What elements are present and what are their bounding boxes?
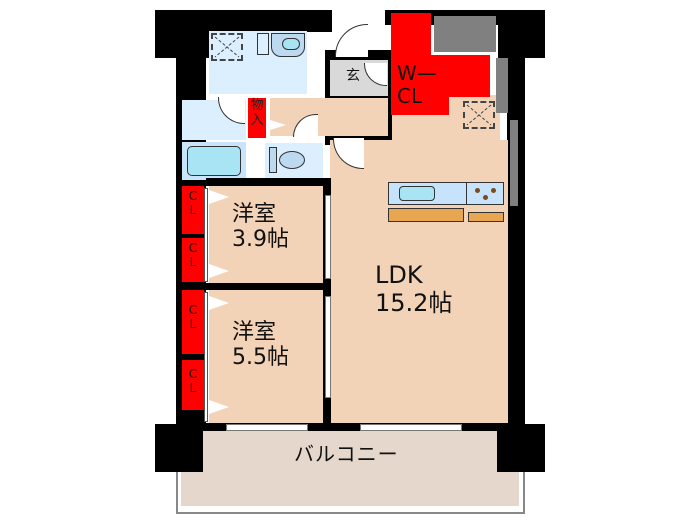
closet-door-arrow-icon bbox=[209, 296, 229, 310]
ldk-name: LDK bbox=[375, 261, 423, 289]
storage-closet: 物 入 bbox=[248, 98, 266, 138]
laundry-pan-icon bbox=[211, 33, 243, 61]
front-door-icon[interactable] bbox=[335, 24, 368, 57]
closet-4[interactable]: C L bbox=[182, 360, 204, 410]
walk-in-closet-left bbox=[391, 90, 449, 115]
western-room-2-size: 5.5帖 bbox=[232, 345, 289, 371]
closet-door-arrow-icon bbox=[209, 264, 229, 278]
walk-in-closet bbox=[391, 13, 431, 58]
pipe-space-top bbox=[434, 16, 496, 52]
west-wall-top bbox=[206, 178, 331, 186]
pipe-space-right-lower bbox=[510, 120, 518, 206]
balcony-pillar-right bbox=[497, 424, 545, 472]
ldk-size: 15.2帖 bbox=[375, 288, 453, 317]
toilet-bowl-icon bbox=[279, 151, 305, 169]
balcony-pillar-left bbox=[155, 424, 203, 472]
balcony-lower bbox=[181, 472, 519, 506]
closet-1[interactable]: C L bbox=[182, 186, 204, 234]
closet-3[interactable]: C L bbox=[182, 290, 204, 354]
stove-icon bbox=[471, 186, 501, 202]
western-room-1-label: 洋室 3.9帖 bbox=[232, 202, 289, 253]
window-ldk[interactable] bbox=[360, 424, 462, 431]
washroom bbox=[209, 31, 307, 94]
closet-door-arrow-icon bbox=[209, 190, 229, 204]
back-counter-right bbox=[468, 212, 504, 222]
western-room-2-name: 洋室 bbox=[232, 320, 277, 345]
closet-door-strip-2 bbox=[204, 292, 208, 422]
ldk-label: LDK 15.2帖 bbox=[375, 261, 453, 317]
bottom-wall bbox=[176, 423, 525, 431]
closet-door-arrow-icon bbox=[209, 400, 229, 414]
back-counter bbox=[388, 208, 464, 222]
closet-door-strip-1 bbox=[204, 188, 208, 282]
vent-icon bbox=[463, 101, 495, 129]
pipe-space-right bbox=[496, 58, 508, 113]
washbasin-cabinet bbox=[257, 33, 269, 55]
hallway bbox=[270, 98, 388, 136]
balcony-rail bbox=[176, 472, 525, 514]
window-room2[interactable] bbox=[226, 424, 308, 431]
sliding-door-room1-ldk[interactable] bbox=[325, 195, 331, 279]
room-divider bbox=[206, 283, 331, 290]
toilet-room bbox=[265, 143, 323, 178]
outer-wall-right bbox=[507, 10, 525, 435]
sink-icon bbox=[399, 186, 435, 201]
sliding-door-room2-ldk[interactable] bbox=[325, 296, 331, 398]
bathroom bbox=[182, 142, 246, 180]
outer-wall-top bbox=[176, 10, 332, 32]
kitchen-counter bbox=[388, 182, 504, 205]
western-room-1-name: 洋室 bbox=[232, 202, 277, 227]
storage-door-arrow-icon bbox=[270, 120, 286, 130]
entrance-label: 玄 bbox=[346, 68, 360, 84]
closet-2[interactable]: C L bbox=[182, 238, 204, 282]
storage-label: 物 入 bbox=[250, 98, 264, 128]
bathtub-icon bbox=[187, 146, 241, 176]
western-room-1-size: 3.9帖 bbox=[232, 227, 289, 253]
western-room-2-label: 洋室 5.5帖 bbox=[232, 320, 289, 371]
walk-in-closet-label: W— CL bbox=[397, 61, 437, 108]
toilet-tank-icon bbox=[269, 147, 277, 173]
washbasin-icon bbox=[271, 33, 305, 57]
balcony-label: バルコニー bbox=[294, 442, 399, 466]
